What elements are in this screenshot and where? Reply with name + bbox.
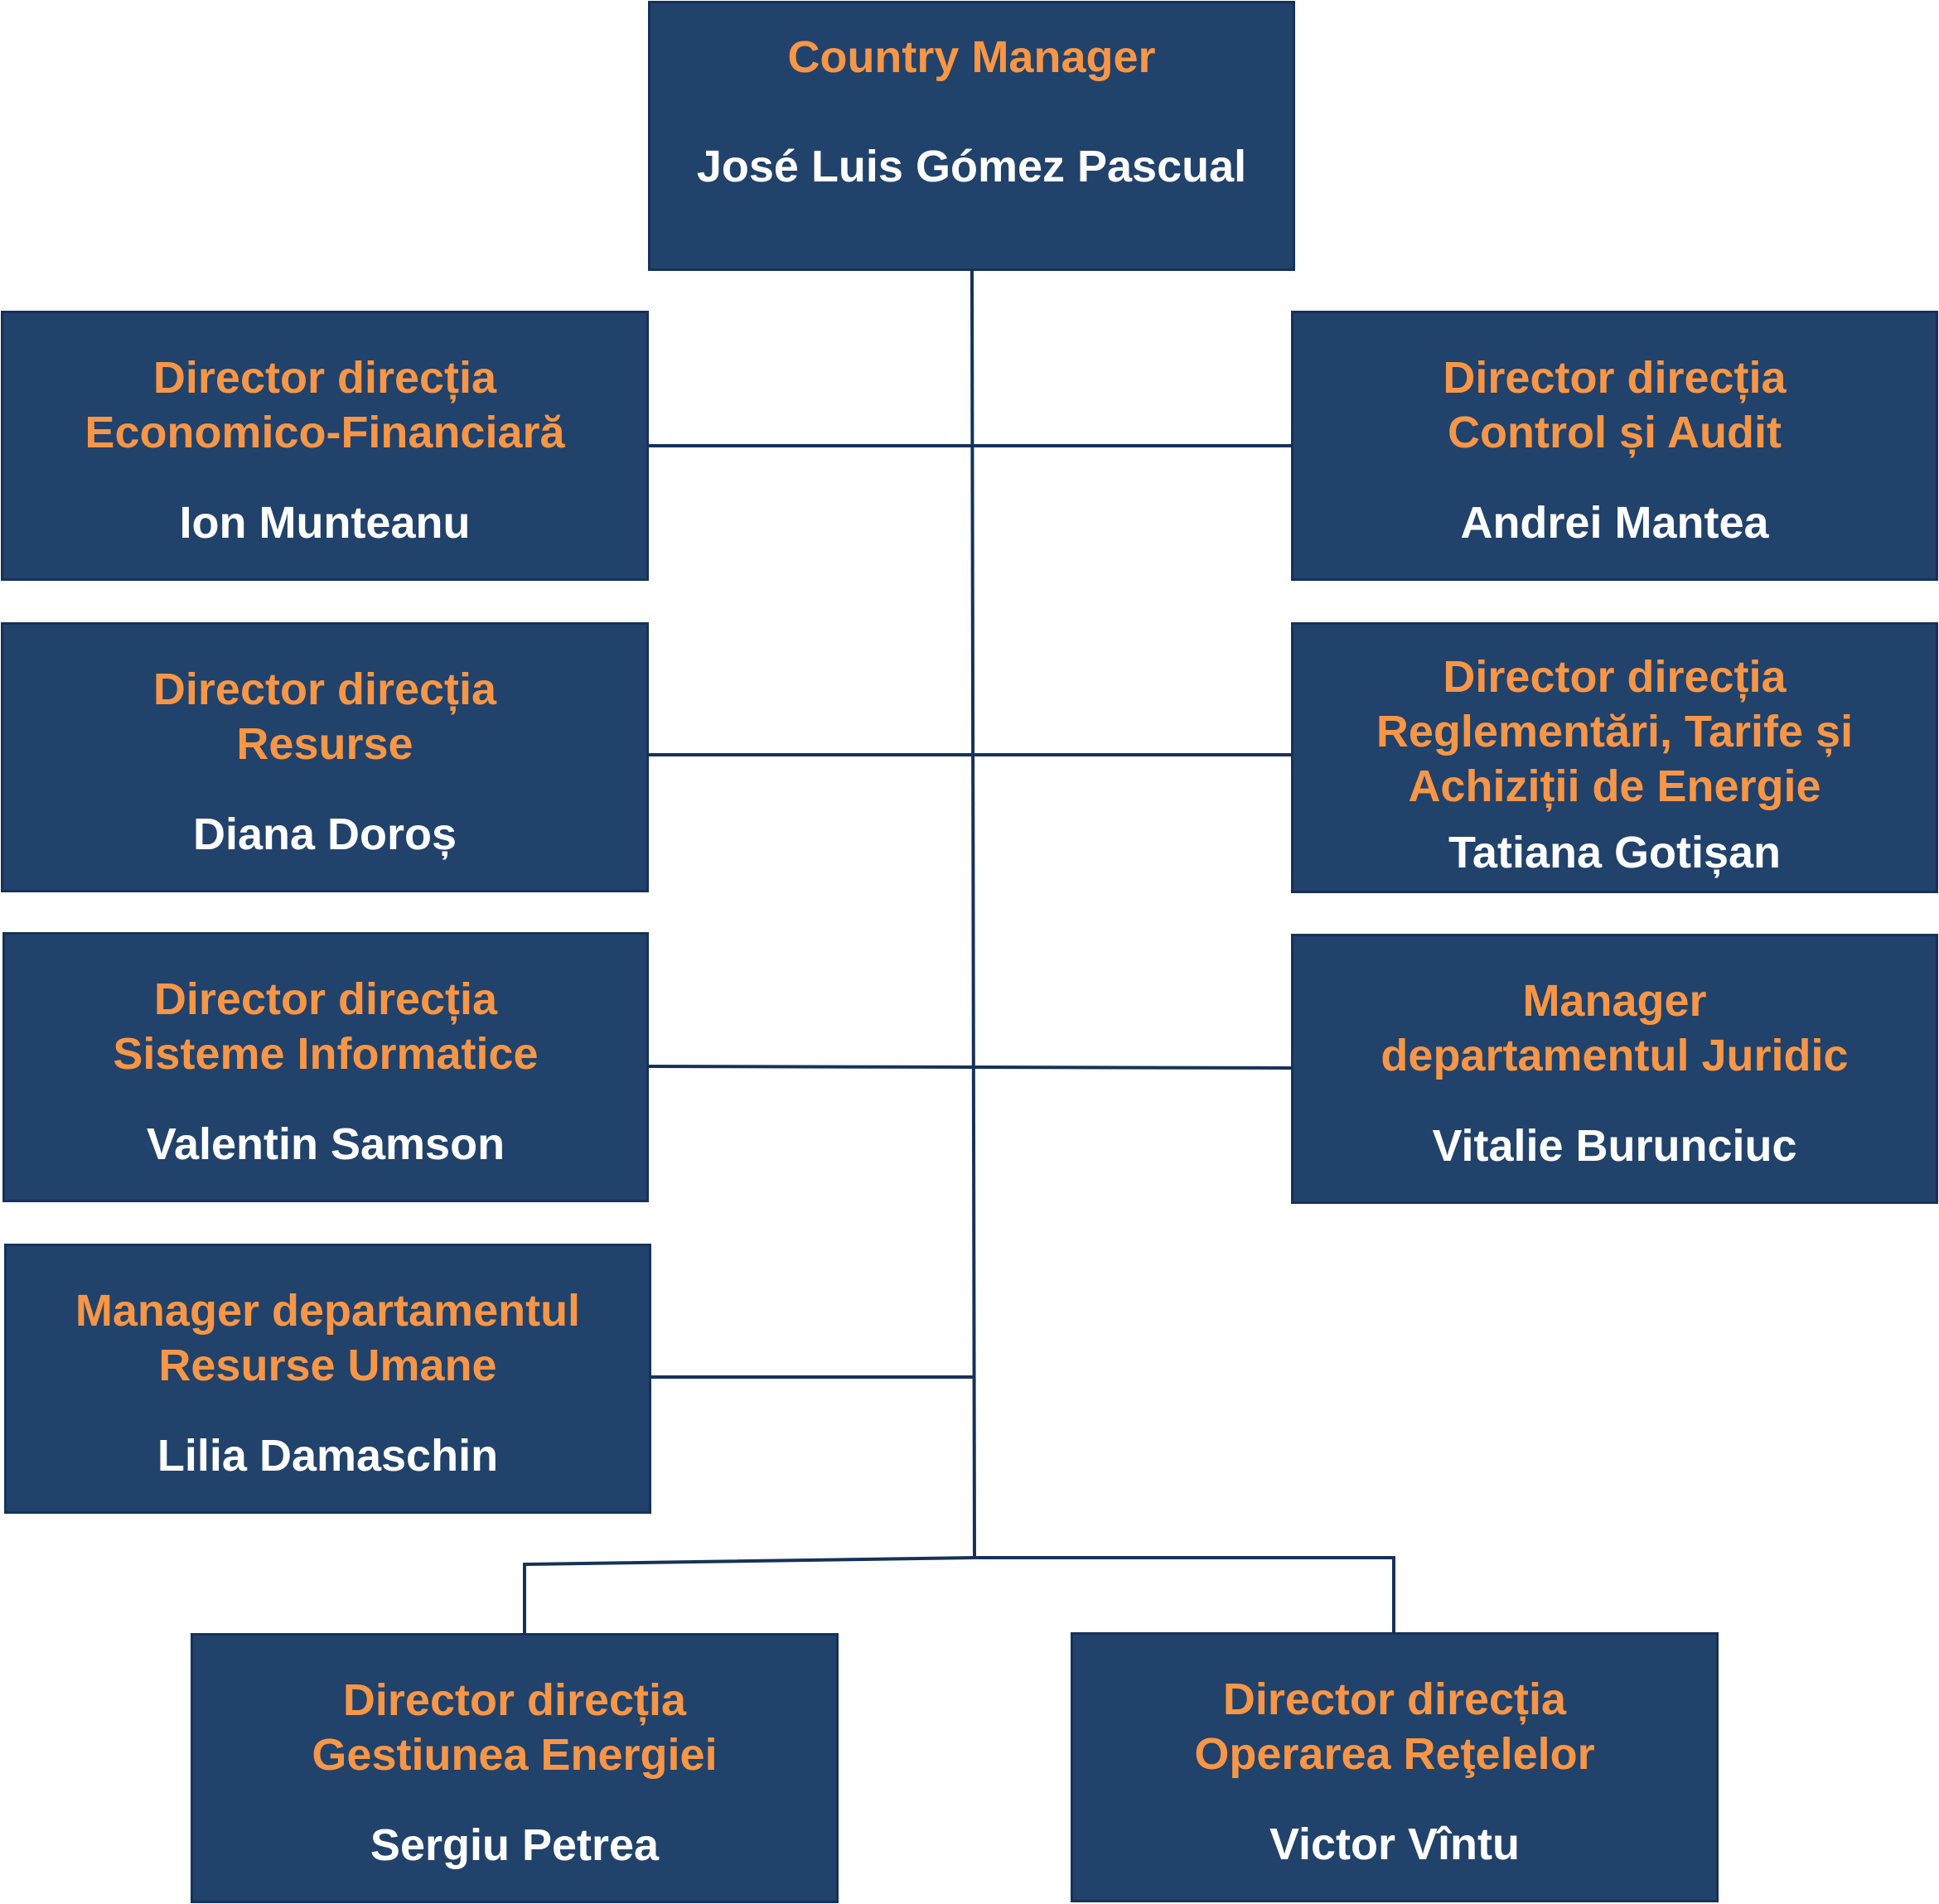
role-title: Director direcția Sisteme Informatice <box>113 974 539 1079</box>
org-box-sisteme-informatice: Director direcția Sisteme Informatice Va… <box>2 932 649 1202</box>
org-box-operarea-retelelor: Director direcția Operarea Reţelelor Vic… <box>1071 1632 1719 1902</box>
person-name: Valentin Samson <box>146 1119 505 1169</box>
branch-sisteme-juridic <box>648 1065 1292 1070</box>
org-box-resurse: Director direcția Resurse Diana Doroș <box>1 622 649 892</box>
org-box-gestiunea-energiei: Director direcția Gestiunea Energiei Ser… <box>191 1633 839 1903</box>
role-title: Director direcția Reglementări, Tarife ș… <box>1376 652 1854 811</box>
person-name: Lilia Damaschin <box>157 1431 499 1481</box>
trunk-line <box>970 270 976 1558</box>
role-title: Director direcția Gestiunea Energiei <box>312 1675 718 1780</box>
role-title: Director direcția Operarea Reţelelor <box>1194 1674 1595 1779</box>
org-box-economico-financiara: Director direcția Economico-Financiară I… <box>1 311 649 581</box>
person-name: Vitalie Burunciuc <box>1432 1121 1797 1171</box>
role-title: Manager departamentul Juridic <box>1381 976 1849 1080</box>
role-title: Director direcția Control și Audit <box>1443 353 1787 457</box>
person-name: Ion Munteanu <box>179 498 471 548</box>
org-box-juridic: Manager departamentul Juridic Vitalie Bu… <box>1291 934 1938 1204</box>
person-name: Diana Doroș <box>192 809 457 859</box>
branch-bottom-split <box>523 1556 1395 1633</box>
role-title: Director direcția Resurse <box>152 664 497 769</box>
role-title: Country Manager <box>787 32 1156 82</box>
org-box-reglementari: Director direcția Reglementări, Tarife ș… <box>1291 622 1938 893</box>
org-box-resurse-umane: Manager departamentul Resurse Umane Lili… <box>4 1244 651 1514</box>
person-name: José Luis Gómez Pascual <box>696 142 1247 191</box>
org-box-control-audit: Director direcția Control și Audit Andre… <box>1291 311 1938 581</box>
person-name: Tatiana Gotișan <box>1448 828 1782 877</box>
role-title: Director direcția Economico-Financiară <box>85 353 565 457</box>
org-box-country-manager: Country Manager José Luis Gómez Pascual <box>648 1 1295 271</box>
person-name: Victor Vîntu <box>1269 1819 1521 1869</box>
role-title: Manager departamentul Resurse Umane <box>75 1286 581 1390</box>
person-name: Andrei Mantea <box>1460 498 1769 548</box>
person-name: Sergiu Petrea <box>370 1820 660 1870</box>
